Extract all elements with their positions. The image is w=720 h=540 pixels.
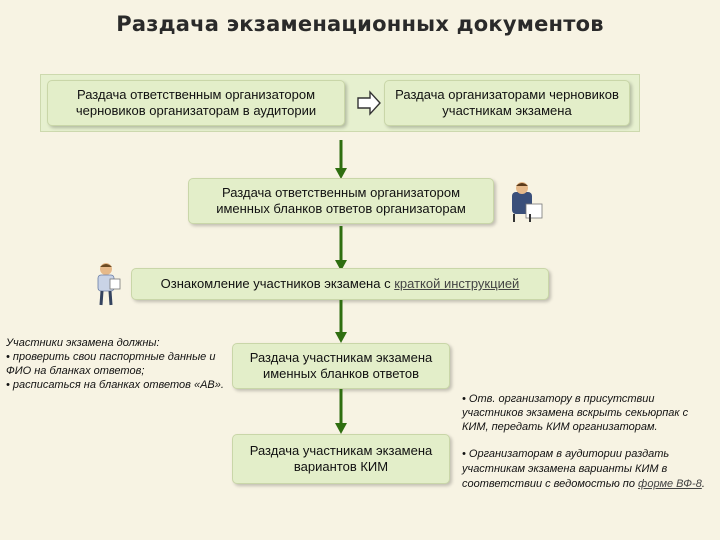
down-arrow-icon <box>335 140 347 179</box>
form-vf8-link[interactable]: форме ВФ-8 <box>638 478 702 490</box>
down-arrow-icon <box>335 300 347 343</box>
person-at-desk-icon <box>512 182 543 222</box>
person-standing-icon <box>97 263 121 306</box>
box-draft-to-participants: Раздача организаторами черновиков участн… <box>384 80 630 126</box>
participants-requirement-item: • проверить свои паспортные данные и ФИО… <box>6 351 216 377</box>
participants-requirement-item: • расписаться на бланках ответов «АВ». <box>6 379 224 391</box>
box-draft-to-organizers: Раздача ответственным организатором черн… <box>47 80 345 126</box>
kim-secure-pack-note: • Отв. организатору в присутствии участн… <box>462 393 689 433</box>
box-named-forms-to-organizers: Раздача ответственным организатором имен… <box>188 178 494 224</box>
box-participants-briefing: Ознакомление участников экзамена с кратк… <box>131 268 549 300</box>
variants-note-text: • Организаторам в аудитории раздать учас… <box>462 448 670 490</box>
brief-instruction-link[interactable]: краткой инструкцией <box>394 276 520 291</box>
box-kim-variants: Раздача участникам экзамена вариантов КИ… <box>232 434 450 484</box>
briefing-text: Ознакомление участников экзамена с <box>160 276 391 291</box>
variants-note-end: . <box>701 478 705 490</box>
participants-requirements-note: Участники экзамена должны: • проверить с… <box>6 336 228 392</box>
down-arrow-icon <box>335 389 347 434</box>
page-title: Раздача экзаменационных документов <box>116 12 604 36</box>
down-arrow-icon <box>335 226 347 271</box>
box-forms-to-participants: Раздача участникам экзамена именных блан… <box>232 343 450 389</box>
participants-requirements-heading: Участники экзамена должны: <box>6 337 160 349</box>
variants-distribution-note: • Организаторам в аудитории раздать учас… <box>462 447 714 492</box>
right-arrow-icon <box>357 90 381 116</box>
